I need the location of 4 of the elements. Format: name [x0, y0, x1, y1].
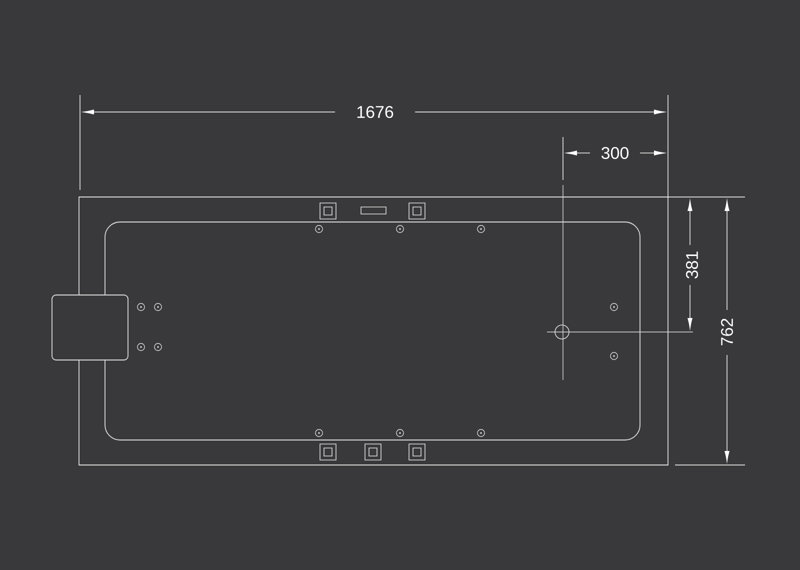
dimension-label: 300 — [601, 146, 629, 160]
dimension-label: 762 — [721, 318, 734, 346]
dimension-label: 1676 — [357, 106, 394, 118]
dimension-label: 381 — [686, 252, 698, 279]
